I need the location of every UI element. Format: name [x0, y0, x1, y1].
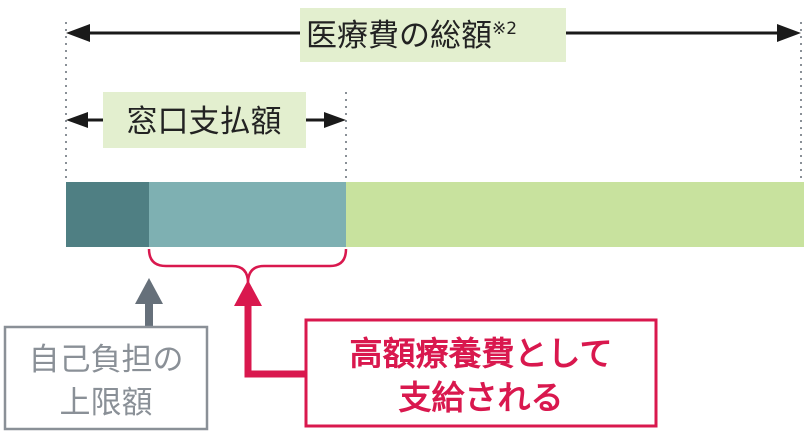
total-cost-label-superscript: ※2 — [492, 19, 517, 39]
arrow-head-left — [66, 24, 90, 42]
self-limit-pointer-arrow — [135, 278, 163, 326]
bar-segment-remaining — [346, 182, 804, 247]
total-cost-label-bg — [300, 8, 566, 62]
bar-segment-high-cost-benefit — [149, 182, 346, 247]
self-limit-label-box — [3, 325, 209, 431]
window-payment-label-bg — [103, 92, 306, 148]
arrow-head-up — [234, 280, 262, 306]
arrow-head-up — [135, 278, 163, 304]
self-limit-label: 自己負担の 上限額 — [3, 325, 209, 431]
bar-segment-self-limit — [66, 182, 149, 247]
total-cost-label-text: 医療費の総額 — [306, 18, 492, 54]
window-payment-label-text: 窓口支払額 — [127, 104, 282, 140]
self-limit-label-line2: 上限額 — [60, 385, 153, 421]
benefit-bracket — [147, 248, 348, 284]
window-payment-label: 窓口支払額 — [103, 92, 306, 148]
benefit-pointer-arrow — [234, 280, 306, 378]
high-cost-benefit-label-line1: 高額療養費として — [349, 334, 612, 373]
svg-text:医療費の総額※2: 医療費の総額※2 — [306, 18, 517, 54]
arrow-head-left — [66, 112, 88, 128]
cost-bar — [66, 182, 804, 247]
high-cost-benefit-label-box — [304, 318, 658, 428]
high-cost-benefit-label: 高額療養費として 支給される — [304, 318, 658, 428]
arrow-head-right — [324, 112, 346, 128]
high-cost-benefit-label-line2: 支給される — [399, 378, 564, 417]
arrow-head-right — [777, 24, 801, 42]
guide-lines — [65, 22, 802, 182]
total-cost-label: 医療費の総額※2 — [300, 8, 566, 62]
self-limit-label-line1: 自己負担の — [29, 342, 184, 378]
